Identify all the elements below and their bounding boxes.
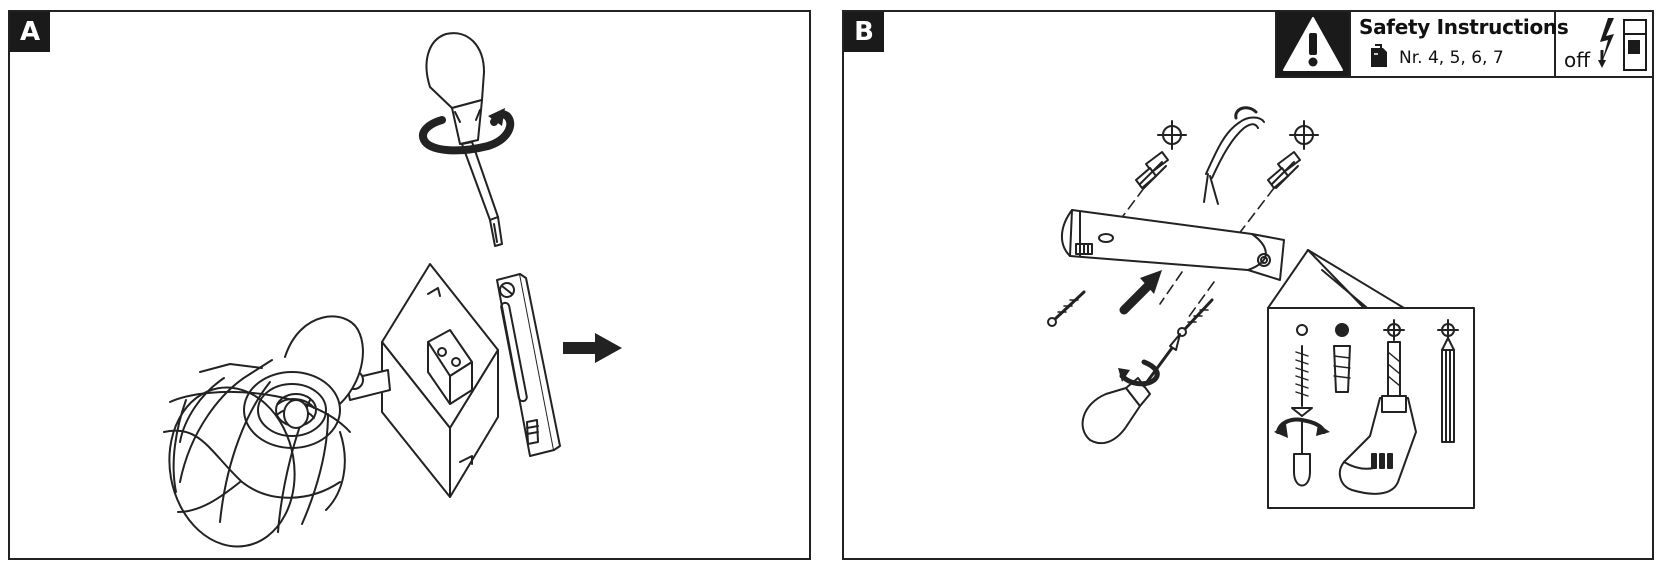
lightning-bolt-icon [1598, 18, 1647, 71]
mounting-bracket-icon [496, 273, 561, 457]
tools-callout-box [1267, 249, 1475, 509]
dowel-icon [1333, 345, 1351, 393]
rotation-arrow-icon [1118, 359, 1160, 387]
canopy-box-icon [381, 263, 499, 498]
small-screwdriver-icon [1274, 417, 1330, 487]
panel-b: B Safety Instructions Nr. 4, 5, 6, 7 [842, 10, 1654, 560]
open-circle-icon [1296, 324, 1308, 336]
screwdriver-icon [1081, 333, 1181, 445]
arrow-right-icon [563, 333, 622, 363]
wall-plug-right-icon [1267, 151, 1301, 189]
panel-a-illustration [163, 32, 622, 548]
rotation-arrow-icon [419, 108, 515, 155]
callout-leader [1307, 249, 1373, 313]
document-icon [1369, 44, 1389, 72]
pencil-icon [1441, 337, 1455, 443]
pencil-crosshair-icon [1437, 319, 1459, 341]
safety-title: Safety Instructions [1359, 15, 1569, 39]
drill-mark-left-icon [1157, 120, 1187, 150]
warning-triangle-icon [1277, 12, 1351, 76]
panel-label-a: A [10, 12, 50, 52]
mounting-bracket-icon [1061, 209, 1285, 281]
drill-mark-right-icon [1289, 120, 1319, 150]
arrow-up-right-icon [1119, 270, 1162, 315]
panel-a: A [8, 10, 811, 560]
safety-reference-numbers: Nr. 4, 5, 6, 7 [1399, 48, 1504, 68]
off-label: off [1564, 48, 1591, 72]
power-off-cell: off [1556, 12, 1652, 76]
screw-icon [1291, 345, 1313, 417]
screwdriver-icon [425, 32, 503, 247]
panel-b-illustration [1047, 106, 1475, 509]
wall-plug-left-icon [1135, 151, 1169, 189]
panel-label-b: B [844, 12, 884, 52]
drill-crosshair-icon [1383, 319, 1405, 341]
filled-circle-icon [1335, 323, 1349, 337]
screw-left-icon [1047, 290, 1086, 327]
power-cable-icon [1203, 106, 1265, 205]
screw-right-icon [1177, 298, 1214, 337]
safety-reference-row: Nr. 4, 5, 6, 7 [1359, 44, 1548, 72]
safety-instructions-box: Safety Instructions Nr. 4, 5, 6, 7 off [1275, 12, 1652, 78]
power-drill-icon [1338, 395, 1417, 495]
lamp-head-icon [163, 315, 364, 548]
drill-bit-icon [1387, 341, 1401, 397]
safety-text-cell: Safety Instructions Nr. 4, 5, 6, 7 [1351, 12, 1569, 76]
